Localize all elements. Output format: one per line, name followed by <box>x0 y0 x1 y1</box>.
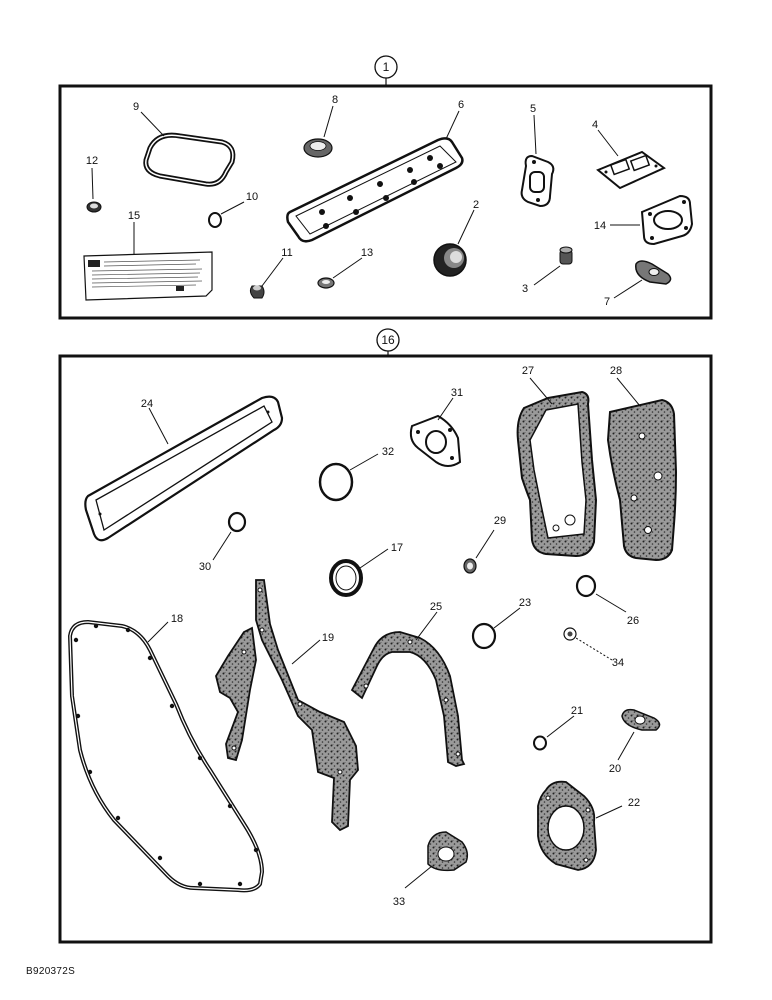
part-19-gasket <box>215 579 359 832</box>
kit-1-callout: 1 <box>383 60 390 74</box>
part-20-gasket <box>621 708 661 731</box>
label-32: 32 <box>382 446 394 458</box>
part-5-gasket <box>520 154 555 208</box>
part-4-gasket <box>596 150 666 190</box>
part-28-gasket <box>606 398 678 562</box>
part-34-washer <box>563 627 577 641</box>
label-23: 23 <box>519 597 531 609</box>
label-3: 3 <box>522 283 528 295</box>
part-9-gasket <box>143 132 236 187</box>
label-8: 8 <box>332 94 338 106</box>
label-6: 6 <box>458 99 464 111</box>
label-30: 30 <box>199 561 211 573</box>
part-21-o-ring <box>533 735 547 751</box>
label-11: 11 <box>281 247 292 259</box>
part-32-o-ring <box>318 462 354 502</box>
part-27-gasket <box>516 390 598 558</box>
label-4: 4 <box>592 119 598 131</box>
part-31-gasket <box>409 414 462 467</box>
kit-1-panel: 1 <box>58 55 713 320</box>
part-11-seal <box>249 285 265 299</box>
part-12-seal <box>86 201 102 213</box>
part-24-gasket <box>84 395 284 542</box>
part-10-o-ring <box>208 212 222 228</box>
label-15: 15 <box>128 210 140 222</box>
label-17: 17 <box>391 542 403 554</box>
label-7: 7 <box>604 296 610 308</box>
label-5: 5 <box>530 103 536 115</box>
label-31: 31 <box>451 387 463 399</box>
part-23-o-ring <box>471 622 497 650</box>
part-18-gasket <box>67 619 265 893</box>
label-22: 22 <box>628 797 640 809</box>
part-2-seal <box>433 243 467 277</box>
label-20: 20 <box>609 763 621 775</box>
label-14: 14 <box>594 220 606 232</box>
label-18: 18 <box>171 613 183 625</box>
part-33-gasket <box>427 831 469 872</box>
part-22-gasket <box>537 780 597 871</box>
label-19: 19 <box>322 632 334 644</box>
label-29: 29 <box>494 515 506 527</box>
part-17-seal <box>329 559 363 597</box>
part-29-seal <box>463 558 477 574</box>
label-25: 25 <box>430 601 442 613</box>
label-26: 26 <box>627 615 639 627</box>
part-14-gasket <box>640 194 694 246</box>
label-21: 21 <box>571 705 583 717</box>
label-13: 13 <box>361 247 373 259</box>
label-10: 10 <box>246 191 258 203</box>
part-15-label <box>83 251 213 301</box>
part-13-seal <box>317 277 335 289</box>
part-3-grommet <box>559 246 573 265</box>
part-7-gasket <box>635 260 672 285</box>
part-30-o-ring <box>227 511 247 533</box>
label-2: 2 <box>473 199 479 211</box>
label-34: 34 <box>612 657 624 669</box>
label-9: 9 <box>133 101 139 113</box>
figure-code: B920372S <box>26 966 76 977</box>
label-33: 33 <box>393 896 405 908</box>
kit-16-callout: 16 <box>381 333 395 347</box>
label-28: 28 <box>610 365 622 377</box>
part-25-gasket <box>350 631 466 767</box>
label-24: 24 <box>141 398 153 410</box>
part-6-gasket <box>286 137 464 243</box>
label-12: 12 <box>86 155 98 167</box>
part-26-o-ring <box>575 574 597 598</box>
kit-16-panel: 16 <box>58 328 713 944</box>
label-27: 27 <box>522 365 534 377</box>
part-8-seal <box>303 138 333 158</box>
